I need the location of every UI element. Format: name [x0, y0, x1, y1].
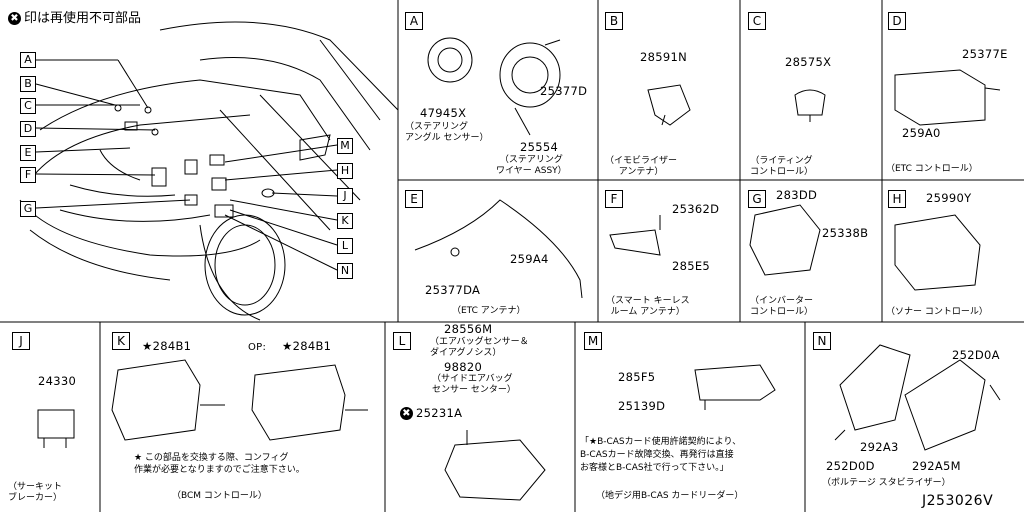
non-reusable-mark-icon: ✖ — [8, 12, 21, 25]
part-number[interactable]: 98820 — [444, 360, 483, 374]
part-description: （ボルテージ スタビライザー） — [822, 478, 951, 488]
part-number-text: 25231A — [416, 406, 463, 420]
part-number[interactable]: 259A4 — [510, 252, 549, 266]
legend-text: 印は再使用不可部品 — [24, 11, 142, 26]
bcas-note: 「★B-CASカード使用許諾契約により、 B-CASカード故障交換、再発行は直接… — [580, 437, 742, 473]
part-number[interactable]: 292A5M — [912, 459, 961, 473]
part-number[interactable]: 47945X — [420, 106, 467, 120]
panel-h-label: H — [888, 190, 906, 208]
part-description: （BCM コントロール） — [172, 491, 267, 501]
part-number[interactable]: 259A0 — [902, 126, 941, 140]
callout-n[interactable]: N — [337, 263, 353, 279]
part-number[interactable]: 25362D — [672, 202, 720, 216]
panel-e-label: E — [405, 190, 423, 208]
callout-h[interactable]: H — [337, 163, 353, 179]
callout-m[interactable]: M — [337, 138, 353, 154]
part-description: （インバーター コントロール） — [750, 296, 814, 317]
callout-e[interactable]: E — [20, 145, 36, 161]
legend: ✖印は再使用不可部品 — [8, 12, 141, 25]
callout-l[interactable]: L — [337, 238, 353, 254]
callout-f[interactable]: F — [20, 167, 36, 183]
part-description: （ライティング コントロール） — [750, 156, 814, 177]
panel-j-label: J — [12, 332, 30, 350]
part-description: （ソナー コントロール） — [886, 307, 988, 317]
part-description: （エアバッグセンサー＆ ダイアグノシス） — [430, 337, 529, 358]
part-number[interactable]: 292A3 — [860, 440, 899, 454]
callout-k[interactable]: K — [337, 213, 353, 229]
part-number[interactable]: 25990Y — [926, 191, 972, 205]
part-description: （ETC コントロール） — [886, 164, 978, 174]
part-number[interactable]: 25338B — [822, 226, 869, 240]
panel-m-label: M — [584, 332, 602, 350]
part-description: （イモビライザー アンテナ） — [605, 156, 678, 177]
panel-b-label: B — [605, 12, 623, 30]
part-description: （サイドエアバッグ センサー センター） — [432, 374, 516, 395]
part-description: （サーキット ブレーカー） — [8, 482, 63, 503]
part-description: （ステアリング アングル センサー） — [405, 122, 489, 143]
panel-n-label: N — [813, 332, 831, 350]
part-number[interactable]: 252D0D — [826, 459, 875, 473]
part-description: （地デジ用B-CAS カードリーダー） — [596, 491, 744, 501]
configuration-note: ★ この部品を交換する際、コンフィグ 作業が必要となりますのでご注意下さい。 — [134, 453, 305, 475]
non-reusable-mark-icon: ✖ — [400, 407, 413, 420]
part-number[interactable]: 285F5 — [618, 370, 656, 384]
part-number[interactable]: 283DD — [776, 188, 818, 202]
panel-k-label: K — [112, 332, 130, 350]
part-number[interactable]: 28556M — [444, 322, 493, 336]
part-number[interactable]: 28591N — [640, 50, 687, 64]
callout-d[interactable]: D — [20, 121, 36, 137]
panel-l-label: L — [393, 332, 411, 350]
option-label: OP: — [248, 342, 267, 353]
part-description: （ETC アンテナ） — [452, 306, 526, 316]
panel-a-label: A — [405, 12, 423, 30]
part-number[interactable]: 252D0A — [952, 348, 1000, 362]
part-description: （スマート キーレス ルーム アンテナ） — [606, 296, 690, 317]
part-number[interactable]: 25139D — [618, 399, 666, 413]
part-description: （ステアリング ワイヤー ASSY） — [496, 155, 567, 176]
panel-c-label: C — [748, 12, 766, 30]
panel-f-label: F — [605, 190, 623, 208]
diagram-id: J253026V — [922, 493, 994, 509]
part-number[interactable]: 24330 — [38, 374, 77, 388]
callout-b[interactable]: B — [20, 76, 36, 92]
callout-g[interactable]: G — [20, 201, 36, 217]
panel-d-label: D — [888, 12, 906, 30]
part-number[interactable]: 25554 — [520, 140, 559, 154]
part-number[interactable]: 25377E — [962, 47, 1008, 61]
part-number[interactable]: 25377D — [540, 84, 588, 98]
callout-a[interactable]: A — [20, 52, 36, 68]
callout-j[interactable]: J — [337, 188, 353, 204]
part-number[interactable]: ✖25231A — [400, 407, 462, 420]
part-number[interactable]: ★284B1 — [282, 339, 332, 353]
panel-g-label: G — [748, 190, 766, 208]
callout-c[interactable]: C — [20, 98, 36, 114]
part-number[interactable]: 285E5 — [672, 259, 711, 273]
part-number[interactable]: 25377DA — [425, 283, 481, 297]
part-number[interactable]: ★284B1 — [142, 339, 192, 353]
part-number[interactable]: 28575X — [785, 55, 832, 69]
